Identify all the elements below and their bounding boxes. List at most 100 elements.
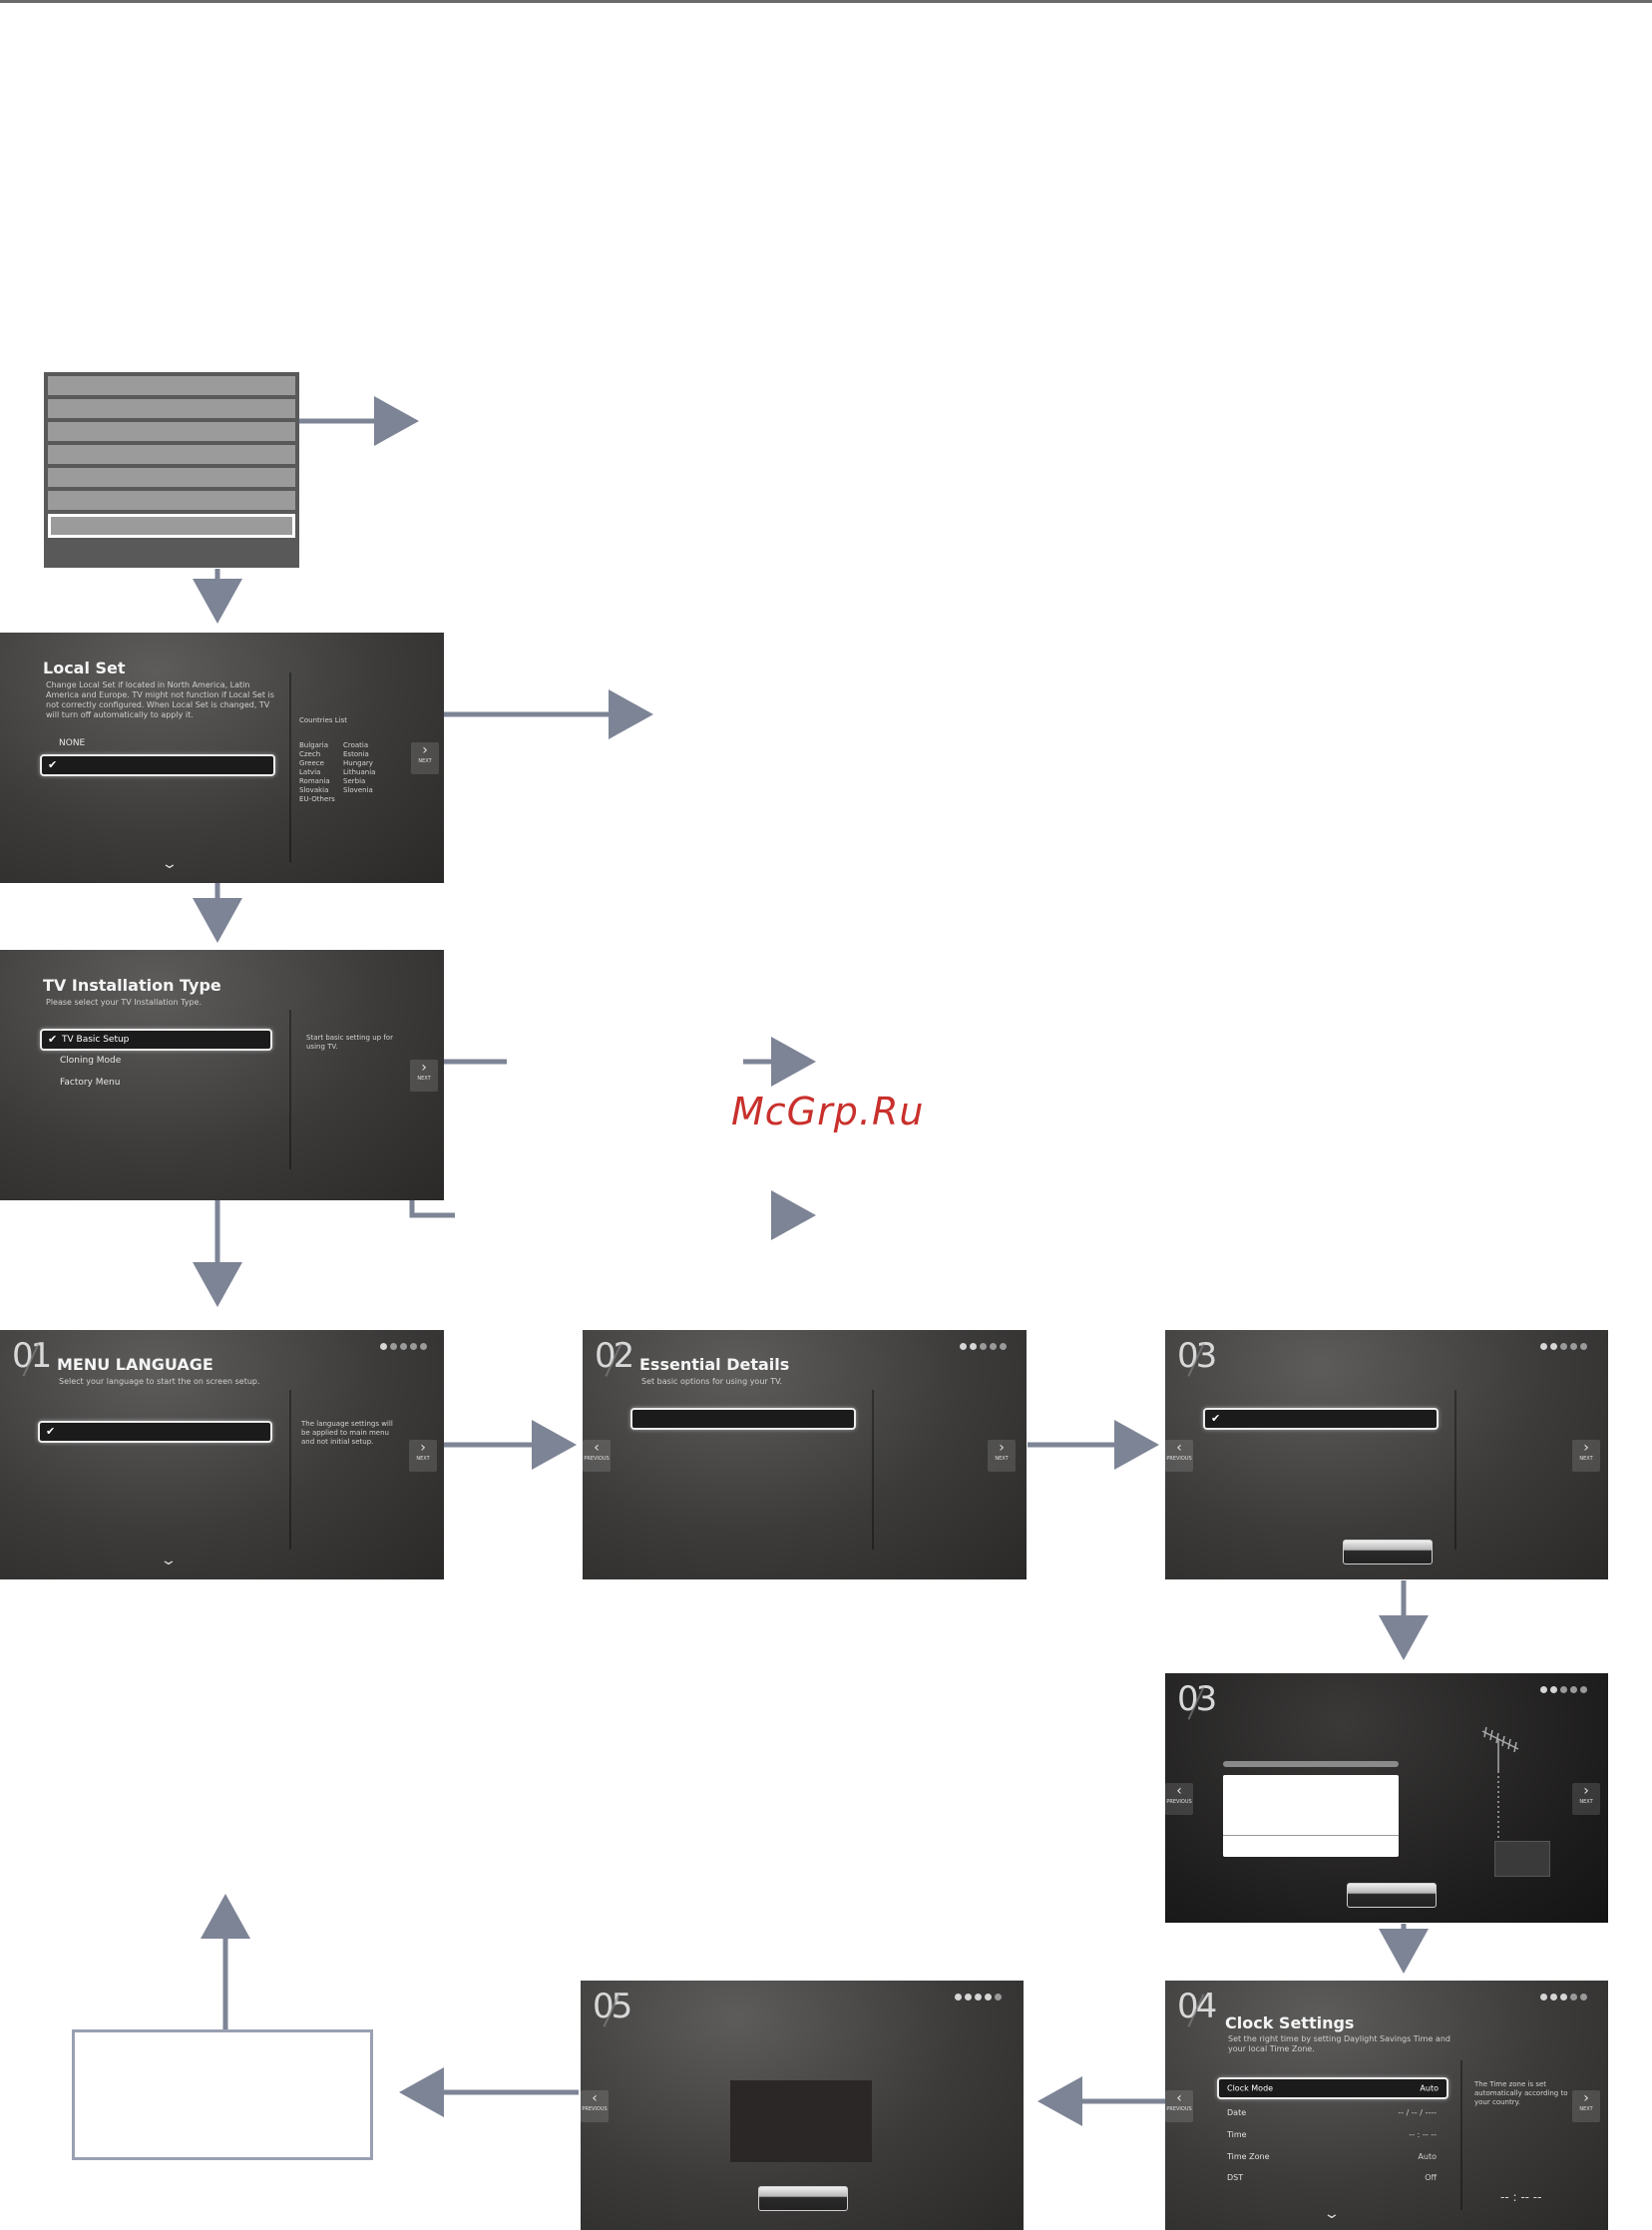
step-number: 04 bbox=[1177, 1987, 1217, 2026]
previous-label: PREVIOUS bbox=[584, 1456, 610, 1462]
progress-dot bbox=[1560, 1686, 1567, 1693]
progress-dots bbox=[377, 1335, 427, 1350]
time-zone-label: Time Zone bbox=[1227, 2152, 1270, 2161]
chevron-right-icon: › bbox=[999, 1440, 1005, 1456]
next-label: NEXT bbox=[995, 1456, 1009, 1462]
previous-button[interactable]: ‹ PREVIOUS bbox=[1165, 2090, 1193, 2122]
essential-selected-row[interactable] bbox=[630, 1408, 856, 1430]
chevron-down-icon[interactable]: ⌄ bbox=[160, 1553, 178, 1568]
next-label: NEXT bbox=[1579, 1799, 1593, 1805]
option-cloning-mode[interactable]: Cloning Mode bbox=[60, 1056, 122, 1066]
country-item: Greece bbox=[299, 759, 324, 767]
time-zone-value[interactable]: Auto bbox=[1418, 2152, 1437, 2161]
next-button[interactable]: › NEXT bbox=[1572, 1440, 1600, 1472]
date-value[interactable]: -- / -- / ---- bbox=[1398, 2108, 1437, 2117]
chevron-down-icon[interactable]: ⌄ bbox=[161, 856, 179, 872]
step-number: 02 bbox=[595, 1336, 634, 1376]
progress-dot bbox=[1550, 1994, 1557, 2001]
divider bbox=[289, 1390, 291, 1550]
essential-title: Essential Details bbox=[639, 1355, 790, 1374]
option-none[interactable]: NONE bbox=[59, 738, 86, 748]
country-item: Latvia bbox=[299, 768, 321, 776]
menu-item-selected[interactable] bbox=[48, 514, 295, 538]
settings-menu bbox=[44, 372, 299, 568]
clock-title: Clock Settings bbox=[1225, 2013, 1355, 2032]
next-button[interactable]: › NEXT bbox=[411, 742, 439, 774]
check-icon: ✔ bbox=[48, 757, 58, 771]
clock-settings-screen: 04 Clock Settings Set the right time by … bbox=[1165, 1981, 1608, 2230]
next-label: NEXT bbox=[1579, 1456, 1593, 1462]
chevron-right-icon: › bbox=[1583, 1783, 1589, 1799]
clock-mode-row[interactable]: Clock Mode Auto bbox=[1217, 2077, 1448, 2099]
progress-dot bbox=[420, 1343, 427, 1350]
local-set-selected-row[interactable]: ✔ bbox=[40, 754, 275, 776]
step-number: 05 bbox=[593, 1987, 632, 2026]
menu-item[interactable] bbox=[48, 491, 295, 510]
menu-item[interactable] bbox=[48, 399, 295, 418]
option-factory-menu[interactable]: Factory Menu bbox=[60, 1078, 121, 1088]
language-selected-row[interactable]: ✔ bbox=[38, 1421, 272, 1443]
previous-button[interactable]: ‹ PREVIOUS bbox=[1165, 1440, 1193, 1472]
progress-dot bbox=[990, 1343, 997, 1350]
dst-label: DST bbox=[1227, 2173, 1244, 2182]
chevron-left-icon: ‹ bbox=[1176, 2090, 1182, 2106]
previous-button[interactable]: ‹ PREVIOUS bbox=[1165, 1783, 1193, 1815]
next-label: NEXT bbox=[418, 758, 432, 764]
menu-item[interactable] bbox=[48, 422, 295, 441]
dst-value[interactable]: Off bbox=[1425, 2173, 1437, 2182]
progress-dot bbox=[1570, 1343, 1577, 1350]
menu-language-screen: 01 MENU LANGUAGE Select your language to… bbox=[0, 1330, 444, 1579]
preview-panel bbox=[730, 2080, 872, 2162]
menu-item[interactable] bbox=[48, 445, 295, 464]
language-side-text: The language settings will be applied to… bbox=[301, 1420, 393, 1446]
confirm-button[interactable] bbox=[1343, 1540, 1433, 1564]
divider bbox=[289, 672, 291, 862]
progress-dot bbox=[380, 1343, 387, 1350]
country-item: Romania bbox=[299, 777, 330, 785]
menu-language-title: MENU LANGUAGE bbox=[57, 1355, 213, 1374]
time-value[interactable]: -- : -- -- bbox=[1409, 2130, 1437, 2139]
progress-dots bbox=[1537, 1335, 1587, 1350]
previous-label: PREVIOUS bbox=[1166, 1456, 1192, 1462]
previous-label: PREVIOUS bbox=[1166, 1799, 1192, 1805]
previous-button[interactable]: ‹ PREVIOUS bbox=[583, 1440, 611, 1472]
scan-button[interactable] bbox=[1347, 1883, 1437, 1908]
local-set-description: Change Local Set if located in North Ame… bbox=[46, 680, 274, 719]
progress-dot bbox=[985, 1994, 992, 2001]
step-number: 01 bbox=[12, 1336, 52, 1376]
finish-button[interactable] bbox=[758, 2186, 848, 2211]
country-item: Czech bbox=[299, 750, 321, 758]
chevron-left-icon: ‹ bbox=[1176, 1783, 1182, 1799]
next-button[interactable]: › NEXT bbox=[410, 1060, 438, 1092]
progress-dot bbox=[1540, 1994, 1547, 2001]
option-label: TV Basic Setup bbox=[62, 1034, 130, 1045]
next-button[interactable]: › NEXT bbox=[1572, 1783, 1600, 1815]
progress-dot bbox=[1540, 1343, 1547, 1350]
country-item: Hungary bbox=[343, 759, 373, 767]
menu-language-subtitle: Select your language to start the on scr… bbox=[59, 1377, 260, 1386]
clock-mode-label: Clock Mode bbox=[1227, 2083, 1274, 2093]
previous-button[interactable]: ‹ PREVIOUS bbox=[581, 2090, 609, 2122]
menu-item[interactable] bbox=[48, 468, 295, 487]
next-button[interactable]: › NEXT bbox=[988, 1440, 1016, 1472]
progress-dot bbox=[980, 1343, 987, 1350]
progress-dot bbox=[1580, 1994, 1587, 2001]
progress-dot bbox=[1580, 1343, 1587, 1350]
check-icon: ✔ bbox=[46, 1424, 56, 1438]
progress-dot bbox=[970, 1343, 977, 1350]
progress-dot bbox=[410, 1343, 417, 1350]
clock-display: -- : -- -- bbox=[1500, 2190, 1542, 2204]
menu-item[interactable] bbox=[48, 376, 295, 395]
next-button[interactable]: › NEXT bbox=[409, 1440, 437, 1472]
progress-dot bbox=[995, 1994, 1002, 2001]
chevron-down-icon[interactable]: ⌄ bbox=[1323, 2206, 1341, 2222]
option-basic-setup[interactable]: ✔ TV Basic Setup bbox=[40, 1029, 272, 1051]
time-label: Time bbox=[1227, 2130, 1247, 2139]
step03-selected-row[interactable]: ✔ bbox=[1203, 1408, 1439, 1430]
install-title: TV Installation Type bbox=[43, 976, 221, 995]
progress-dot bbox=[390, 1343, 397, 1350]
top-rule bbox=[0, 0, 1652, 3]
step-number: 03 bbox=[1177, 1336, 1217, 1376]
next-button[interactable]: › NEXT bbox=[1572, 2090, 1600, 2122]
progress-dot bbox=[965, 1994, 972, 2001]
